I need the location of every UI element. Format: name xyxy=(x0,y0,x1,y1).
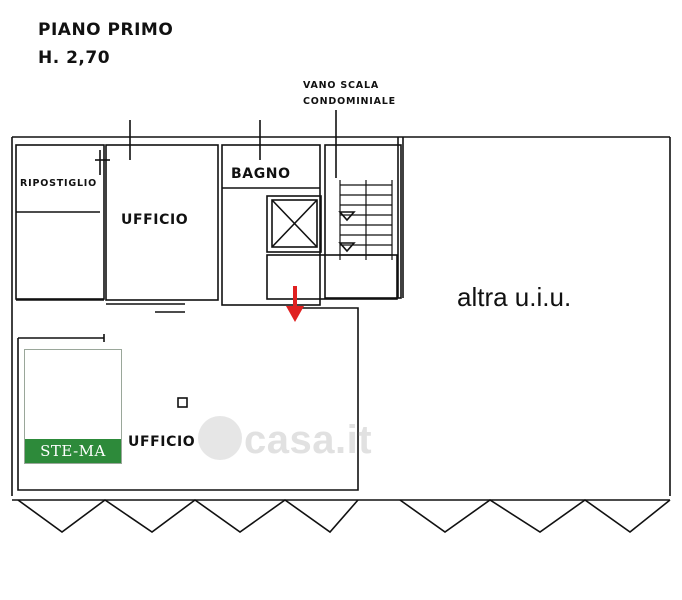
floor-label: PIANO PRIMO xyxy=(38,20,174,40)
office-top-label: UFFICIO xyxy=(121,212,189,228)
watermark: casa.it xyxy=(244,418,373,462)
stairwell-label: VANO SCALA xyxy=(303,80,379,91)
bathroom-wall xyxy=(221,144,321,306)
entrance-arrow xyxy=(286,286,304,322)
window-zigzag-left xyxy=(17,499,359,534)
bathroom-label: BAGNO xyxy=(231,166,291,182)
elevator-shaft xyxy=(266,195,322,253)
other-unit-label: altra u.i.u. xyxy=(457,282,572,312)
watermark-icon xyxy=(198,416,242,460)
stairwell-wall xyxy=(324,144,402,299)
office-bottom-label: UFFICIO xyxy=(128,434,196,450)
logo: STE-MA xyxy=(24,349,122,464)
storage-wall xyxy=(15,144,105,300)
stairwell-sub-label: CONDOMINIALE xyxy=(303,96,396,107)
office-top-wall xyxy=(105,144,219,301)
logo-text: STE-MA xyxy=(25,439,121,463)
storage-label: RIPOSTIGLIO xyxy=(20,178,98,189)
height-label: H. 2,70 xyxy=(38,48,111,68)
window-zigzag-right xyxy=(399,499,671,534)
